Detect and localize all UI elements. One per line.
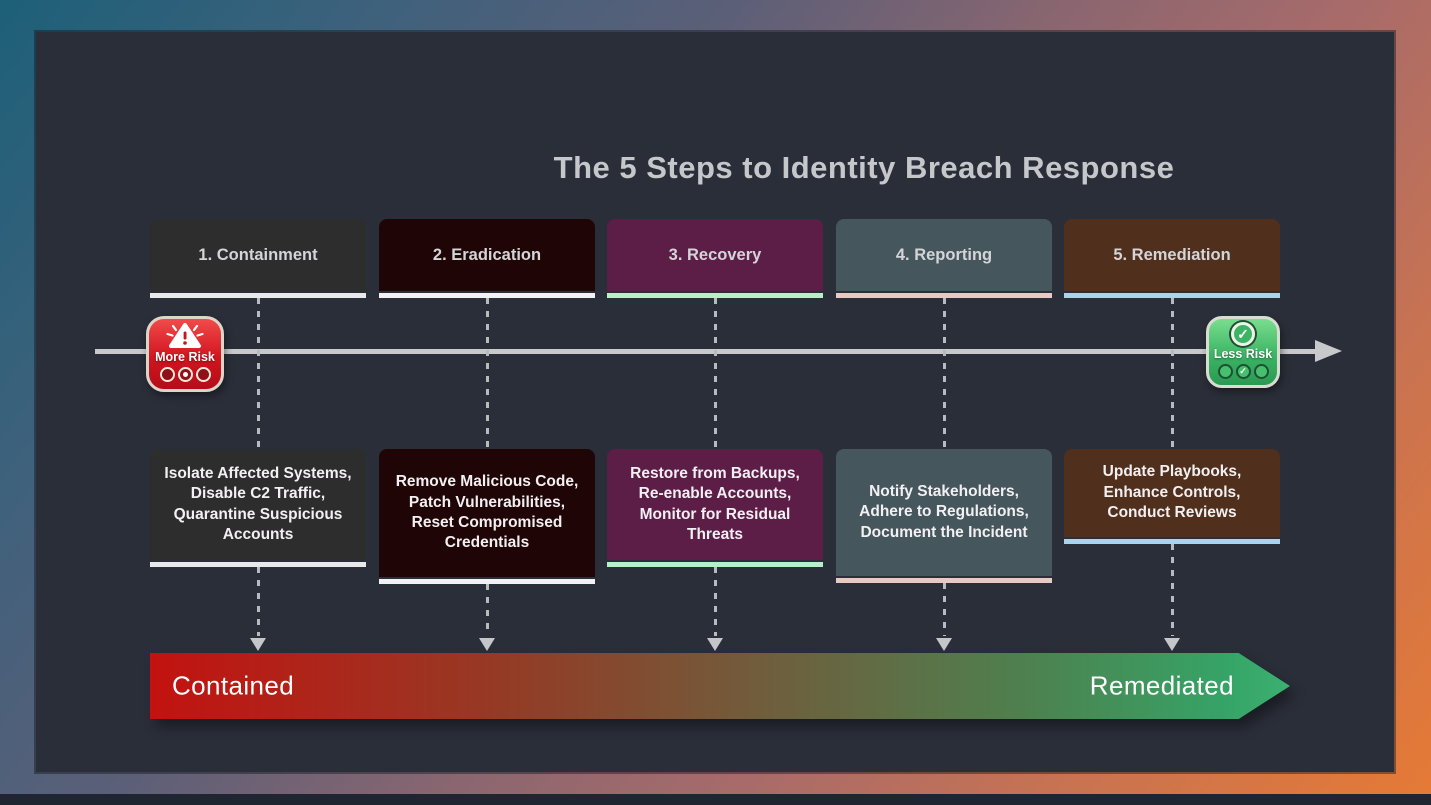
step-underline	[379, 293, 595, 298]
dashed-connector	[713, 567, 717, 636]
more-risk-label: More Risk	[155, 350, 215, 364]
dashed-connector	[1170, 544, 1174, 636]
step-detail-text: Notify Stakeholders, Adhere to Regulatio…	[859, 482, 1029, 541]
step-underline	[150, 293, 366, 298]
step-detail-box: Update Playbooks, Enhance Controls, Cond…	[1064, 449, 1280, 537]
remediated-label: Remediated	[1089, 670, 1234, 701]
step-title-box: 5. Remediation	[1064, 219, 1280, 291]
step-detail-box: Restore from Backups, Re-enable Accounts…	[607, 449, 823, 560]
step-title-box: 1. Containment	[150, 219, 366, 291]
step-column-2: 2. Eradication Remove Malicious Code, Pa…	[379, 219, 595, 651]
step-detail-text: Update Playbooks, Enhance Controls, Cond…	[1102, 463, 1242, 522]
step-title-box: 4. Reporting	[836, 219, 1052, 291]
step-detail-text: Restore from Backups, Re-enable Accounts…	[630, 464, 800, 543]
timeline-arrow-icon	[1315, 340, 1342, 362]
timeline-line	[95, 349, 1317, 354]
down-arrowhead-icon	[707, 638, 723, 651]
step-underline	[607, 293, 823, 298]
step-title-box: 2. Eradication	[379, 219, 595, 291]
risk-dot-active	[177, 366, 193, 382]
step-title-label: 3. Recovery	[668, 245, 762, 264]
risk-dots: ✓	[1217, 363, 1269, 379]
bottom-edge-strip	[0, 794, 1431, 805]
step-underline	[1064, 293, 1280, 298]
detail-underline	[607, 562, 823, 567]
warning-icon	[166, 323, 204, 348]
check-icon: ✓	[1231, 322, 1255, 346]
step-title-box: 3. Recovery	[607, 219, 823, 291]
step-underline	[836, 293, 1052, 298]
step-title-label: 4. Reporting	[895, 245, 993, 264]
detail-underline	[150, 562, 366, 567]
more-risk-badge: More Risk	[146, 316, 224, 392]
detail-underline	[836, 578, 1052, 583]
down-arrowhead-icon	[1164, 638, 1180, 651]
dashed-connector	[256, 298, 260, 449]
down-arrowhead-icon	[250, 638, 266, 651]
step-column-4: 4. Reporting Notify Stakeholders, Adhere…	[836, 219, 1052, 651]
step-title-label: 2. Eradication	[432, 245, 542, 264]
gradient-arrow: Contained Remediated	[150, 653, 1290, 719]
status-banner: Contained Remediated	[150, 653, 1290, 719]
step-column-1: 1. Containment Isolate Affected Systems,…	[150, 219, 366, 651]
step-column-5: 5. Remediation Update Playbooks, Enhance…	[1064, 219, 1280, 651]
step-title-label: 1. Containment	[198, 245, 318, 264]
step-title-label: 5. Remediation	[1113, 245, 1231, 264]
contained-label: Contained	[172, 670, 295, 701]
less-risk-label: Less Risk	[1213, 347, 1273, 361]
down-arrowhead-icon	[936, 638, 952, 651]
page-title: The 5 Steps to Identity Breach Response	[553, 150, 1175, 185]
step-detail-text: Remove Malicious Code, Patch Vulnerabili…	[395, 473, 579, 552]
step-detail-box: Isolate Affected Systems, Disable C2 Tra…	[150, 449, 366, 560]
detail-underline	[1064, 539, 1280, 544]
step-detail-text: Isolate Affected Systems, Disable C2 Tra…	[164, 464, 352, 543]
risk-dot	[1217, 363, 1233, 379]
risk-dot	[159, 366, 175, 382]
dashed-connector	[256, 567, 260, 636]
risk-dot-check: ✓	[1235, 363, 1251, 379]
step-column-3: 3. Recovery Restore from Backups, Re-ena…	[607, 219, 823, 651]
dashed-connector	[713, 298, 717, 449]
dashed-connector	[942, 583, 946, 636]
dashed-connector	[485, 298, 489, 449]
down-arrowhead-icon	[479, 638, 495, 651]
risk-dots	[159, 366, 211, 382]
dashed-connector	[942, 298, 946, 449]
detail-underline	[379, 579, 595, 584]
dashed-connector	[485, 584, 489, 636]
dashed-connector	[1170, 298, 1174, 449]
step-detail-box: Notify Stakeholders, Adhere to Regulatio…	[836, 449, 1052, 576]
risk-dot	[1253, 363, 1269, 379]
less-risk-badge: ✓ Less Risk ✓	[1206, 316, 1280, 388]
risk-dot	[195, 366, 211, 382]
step-detail-box: Remove Malicious Code, Patch Vulnerabili…	[379, 449, 595, 577]
